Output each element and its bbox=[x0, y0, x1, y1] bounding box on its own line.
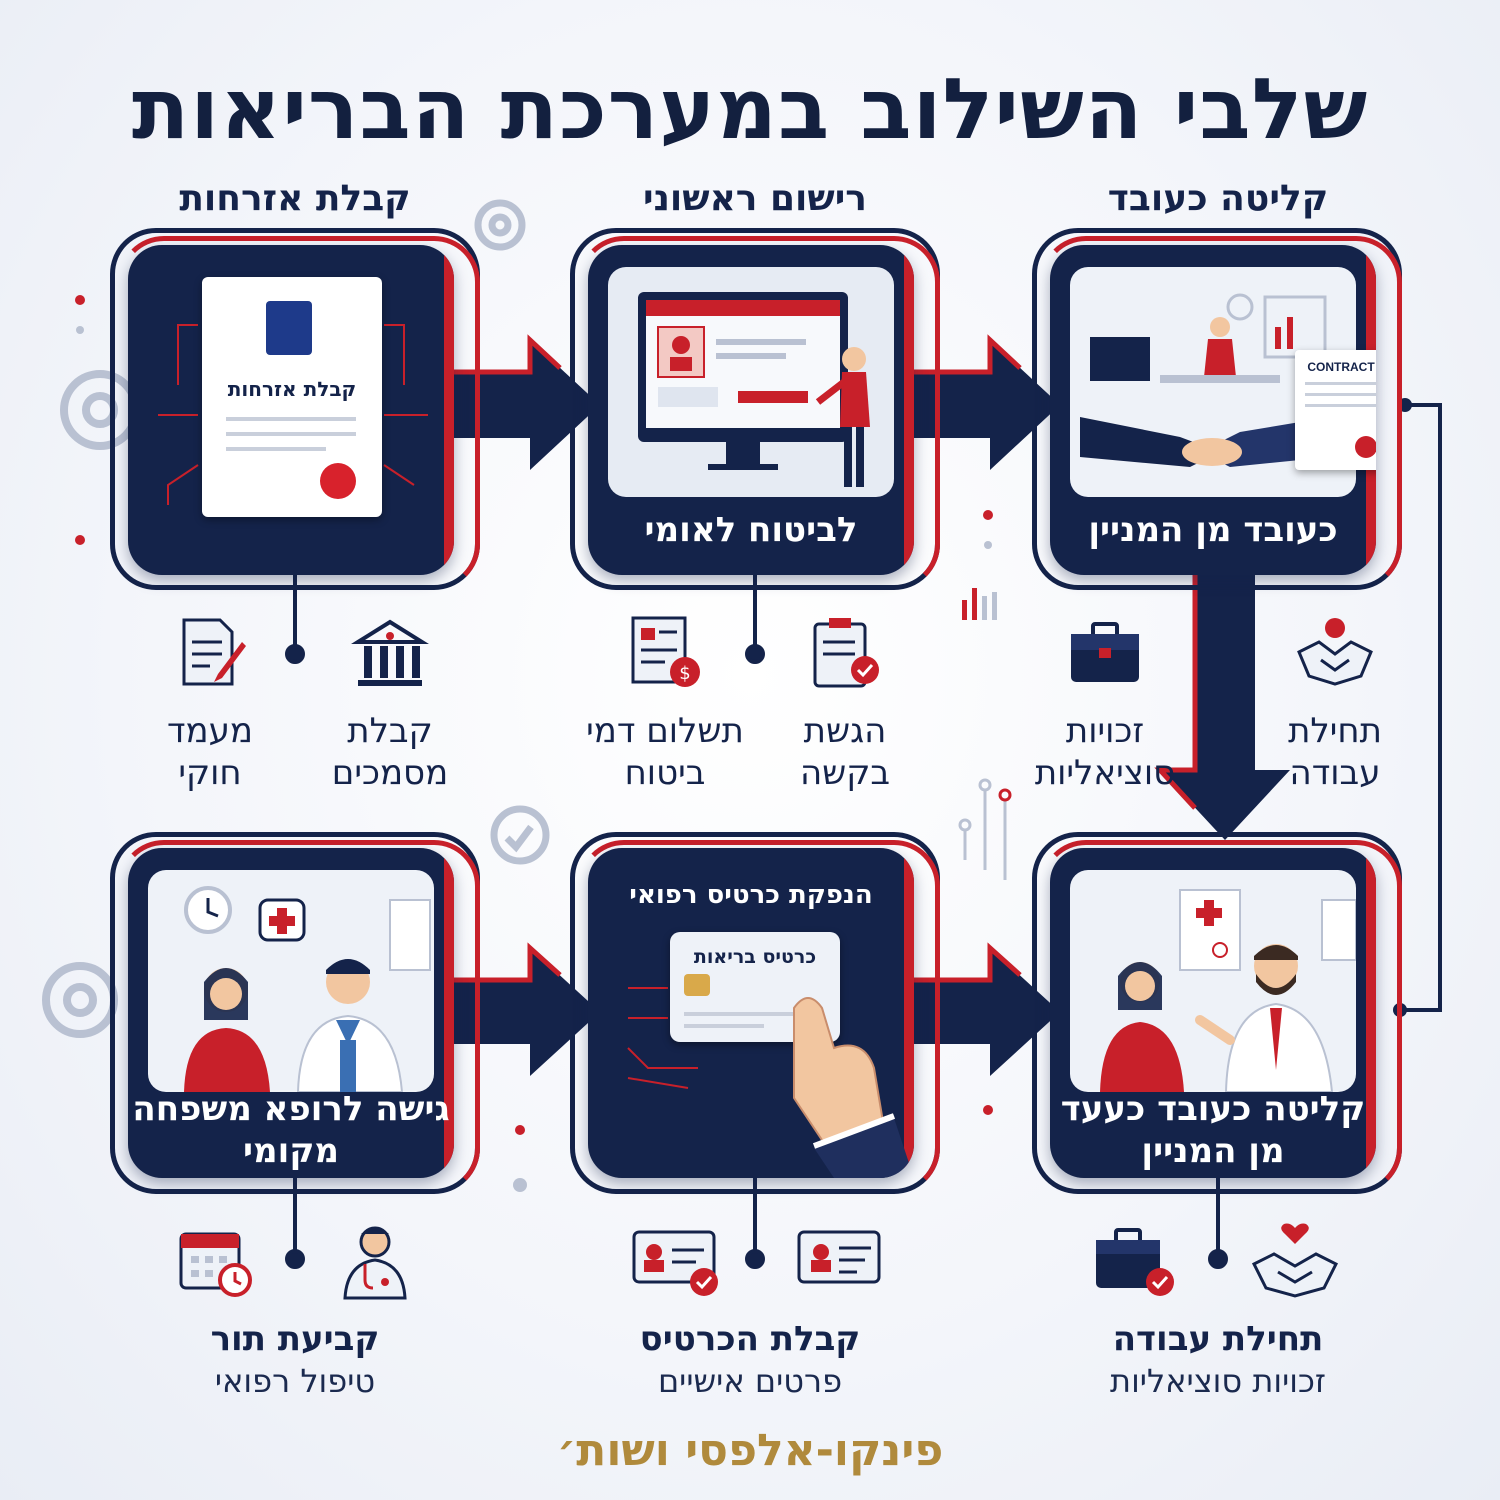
circuit-decor bbox=[158, 324, 428, 505]
state-emblem-icon bbox=[266, 301, 312, 355]
consultation-illustration bbox=[1100, 889, 1356, 1092]
clipboard-check-icon bbox=[813, 618, 879, 688]
card-caption: קליטה כעובד כעעד מן המניין bbox=[1060, 1089, 1366, 1171]
svg-text:$: $ bbox=[679, 663, 690, 684]
bar-chart-icon bbox=[962, 588, 997, 620]
card-caption: גישה לרופא משפחה מקומי bbox=[132, 1089, 450, 1171]
side-connector bbox=[1400, 403, 1442, 1012]
arrow-right-icon bbox=[440, 942, 600, 1076]
list-item-doctor-appointment: קביעת תור טיפול רפואי bbox=[210, 1319, 380, 1400]
footer-firm-name: פינקו-אלפסי ושות׳ bbox=[556, 1425, 944, 1476]
stage-title-registration: רישום ראשוני bbox=[643, 178, 867, 219]
arrow-right-icon bbox=[440, 334, 600, 470]
computer-registration-illustration bbox=[638, 292, 870, 487]
document-pen-icon bbox=[182, 618, 246, 686]
arrow-right-icon bbox=[900, 334, 1060, 470]
briefcase-icon bbox=[1071, 622, 1139, 682]
card-registration: לביטוח לאומי bbox=[588, 245, 914, 575]
list-item-employment-start: תחילת עבודה זכויות סוציאליות bbox=[1110, 1319, 1326, 1400]
card-caption: הנפקת כרטיס רפואי bbox=[629, 880, 873, 910]
citizenship-document: קבלת אזרחות bbox=[202, 277, 382, 517]
invoice-dollar-icon: $ bbox=[631, 616, 700, 687]
patient-doctor-illustration bbox=[184, 886, 431, 1092]
bank-building-icon bbox=[351, 619, 429, 686]
handshake-heart-icon bbox=[1251, 1223, 1339, 1298]
list-item bbox=[575, 1220, 775, 1300]
calendar-clock-icon bbox=[179, 1232, 252, 1297]
id-card-check-icon bbox=[632, 1230, 718, 1296]
card-caption: כעובד מן המניין bbox=[1088, 510, 1338, 550]
chip-icon bbox=[684, 974, 710, 996]
seal-icon bbox=[1355, 436, 1376, 458]
card-onboarding: קליטה כעובד כעעד מן המניין bbox=[1050, 848, 1376, 1178]
list-item bbox=[1035, 1220, 1235, 1300]
list-item: מעמד חוקי bbox=[110, 612, 310, 794]
gear-icon bbox=[474, 199, 526, 251]
list-item-card-receipt: קבלת הכרטיס פרטים אישיים bbox=[639, 1319, 861, 1400]
circuit-decor bbox=[627, 987, 698, 1089]
page-title: שלבי השילוב במערכת הבריאות bbox=[131, 60, 1369, 158]
circuit-decor bbox=[958, 778, 1012, 880]
seal-icon bbox=[320, 463, 356, 499]
item-stems bbox=[285, 565, 1228, 1269]
list-item bbox=[115, 1220, 315, 1300]
card-doctor-access: גישה לרופא משפחה מקומי bbox=[128, 848, 454, 1178]
id-card-icon bbox=[797, 1230, 881, 1284]
list-item bbox=[275, 1220, 475, 1300]
card-caption: לביטוח לאומי bbox=[644, 510, 858, 550]
card-citizenship: קבלת אזרחות bbox=[128, 245, 454, 575]
decor-dots bbox=[75, 295, 993, 1135]
stage-title-employment: קליטה כעובד bbox=[1107, 178, 1329, 219]
contract-document: CONTRACT bbox=[1295, 350, 1376, 470]
list-item: $ תשלום דמי ביטוח bbox=[565, 612, 765, 794]
gear-icon bbox=[42, 962, 118, 1038]
list-item bbox=[1195, 1220, 1395, 1300]
briefcase-check-icon bbox=[1096, 1228, 1174, 1296]
list-item: תחילת עבודה bbox=[1235, 612, 1435, 794]
document-title: קבלת אזרחות bbox=[227, 377, 357, 401]
arrow-right-icon bbox=[900, 942, 1060, 1076]
hand-holding-card-icon bbox=[793, 997, 914, 1178]
list-item: קבלת מסמכים bbox=[290, 612, 490, 794]
doctor-icon bbox=[343, 1226, 407, 1300]
card-employment: CONTRACT כעובד מן המניין bbox=[1050, 245, 1376, 575]
list-item bbox=[740, 1220, 940, 1300]
card-medical-card: הנפקת כרטיס רפואי כרטיס בריאות bbox=[588, 848, 914, 1178]
handshake-icon bbox=[1297, 618, 1373, 686]
list-item: זכויות סוציאליות bbox=[1005, 612, 1205, 794]
arrow-down-icon bbox=[1154, 570, 1290, 840]
list-item: הגשת בקשה bbox=[745, 612, 945, 794]
gear-icon bbox=[490, 805, 550, 865]
stage-title-citizenship: קבלת אזרחות bbox=[179, 178, 411, 219]
